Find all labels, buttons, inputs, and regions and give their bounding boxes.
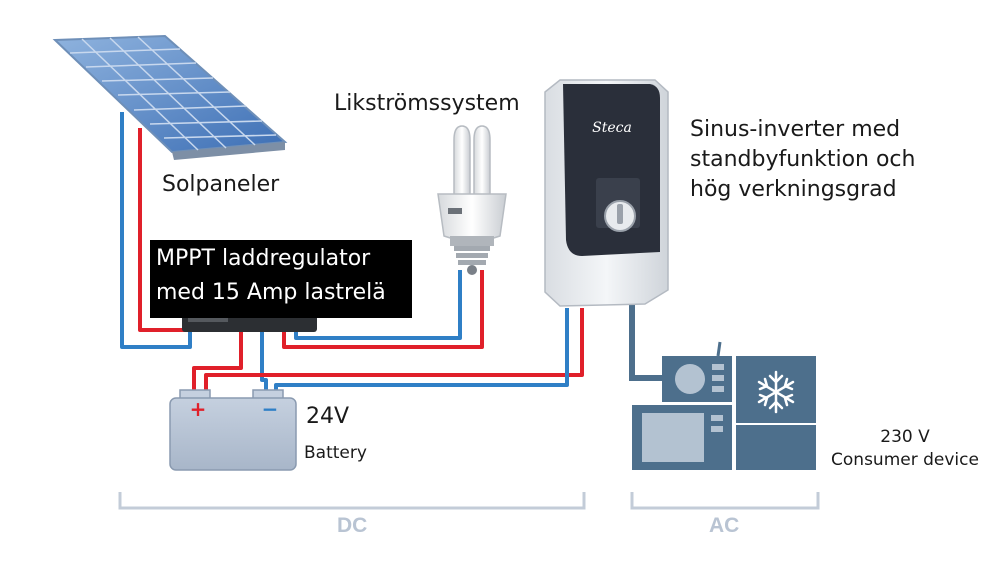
battery-negative-terminal: − bbox=[262, 397, 279, 421]
solar-panel-icon bbox=[52, 34, 288, 160]
microwave-icon bbox=[632, 405, 732, 470]
ac-wire bbox=[629, 305, 662, 381]
light-bulb-icon bbox=[437, 125, 507, 275]
battery-label: Battery bbox=[304, 443, 367, 463]
inverter-icon bbox=[544, 79, 669, 307]
solar-panel-label: Solpaneler bbox=[162, 172, 280, 197]
inverter-label-line-3: hög verkningsgrad bbox=[690, 177, 897, 202]
charge-controller-label: MPPT laddregulator med 15 Amp lastrelä bbox=[150, 240, 412, 318]
inverter-label-line-1: Sinus-inverter med bbox=[690, 117, 901, 142]
snowflake-icon bbox=[757, 370, 795, 414]
radio-icon bbox=[662, 341, 732, 402]
inverter-label: Sinus-inverter med standbyfunktion och h… bbox=[690, 115, 915, 205]
battery-positive-terminal: + bbox=[190, 397, 207, 421]
consumer-device-label: Consumer device bbox=[831, 450, 979, 470]
dc-range-bracket bbox=[118, 492, 586, 510]
dc-system-label: Likströmssystem bbox=[334, 91, 520, 116]
battery-icon bbox=[169, 389, 297, 471]
inverter-brand-logo: Steca bbox=[592, 120, 632, 136]
ac-range-bracket bbox=[630, 492, 820, 510]
inverter-label-line-2: standbyfunktion och bbox=[690, 147, 916, 172]
battery-voltage-label: 24V bbox=[306, 404, 350, 429]
charge-controller-label-line-2: med 15 Amp lastrelä bbox=[156, 280, 386, 305]
charge-controller-label-line-1: MPPT laddregulator bbox=[156, 246, 371, 271]
battery-wires bbox=[192, 330, 268, 396]
ac-range-label: AC bbox=[709, 514, 740, 537]
refrigerator-icon bbox=[736, 356, 816, 470]
ac-voltage-label: 230 V bbox=[880, 427, 930, 447]
dc-range-label: DC bbox=[337, 514, 368, 537]
